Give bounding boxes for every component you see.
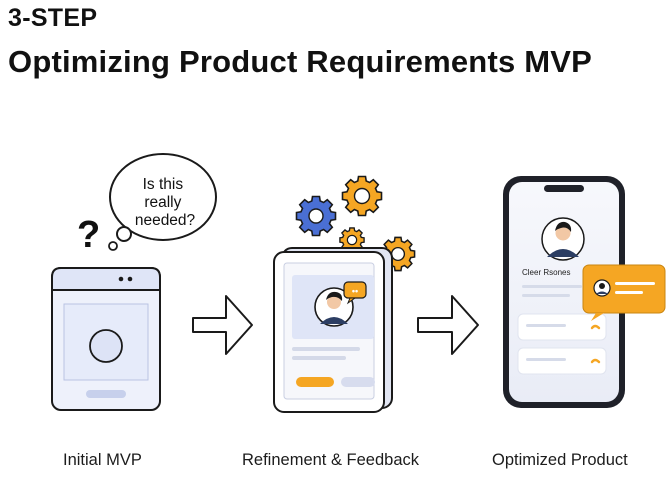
- svg-text:Is this really: Is this really needed?: [135, 176, 196, 229]
- arrow-right-icon: [192, 295, 253, 355]
- gear-icon-blue: [295, 195, 337, 237]
- question-mark: ?: [77, 214, 100, 256]
- arrow-right-icon: [417, 295, 479, 355]
- page-title: Optimizing Product Requirements MVP: [8, 44, 592, 79]
- screen-label: Cleer Rsones: [522, 268, 570, 277]
- avatar: [314, 287, 354, 327]
- tablet-device-icon: ••: [273, 247, 393, 413]
- basic-device-icon: [51, 267, 161, 411]
- step-label: 3-STEP: [8, 4, 98, 32]
- secondary-button-shape: [341, 377, 375, 387]
- step-3-optimized: Cleer Rsones: [503, 176, 666, 408]
- step-2-caption: Refinement & Feedback: [242, 451, 420, 469]
- svg-text:••: ••: [352, 286, 358, 296]
- gear-icon-orange-large: [341, 175, 383, 217]
- bubble-line-2: really: [144, 194, 181, 211]
- bubble-line-1: Is this: [143, 176, 184, 193]
- thought-bubble: Is this really needed?: [108, 153, 217, 251]
- step-3-caption: Optimized Product: [492, 451, 628, 469]
- gear-icon-orange-small: [339, 227, 365, 253]
- step-1-caption: Initial MVP: [63, 451, 142, 469]
- bubble-line-3: needed?: [135, 212, 196, 229]
- smartphone-icon: Cleer Rsones: [503, 176, 625, 408]
- notification-card: [582, 264, 666, 321]
- primary-button-shape: [296, 377, 334, 387]
- step-2-refinement: ••: [273, 175, 416, 413]
- avatar: [541, 217, 585, 261]
- step-1-initial-mvp: ? Is this really needed?: [51, 153, 217, 411]
- chat-icon: ••: [343, 281, 367, 305]
